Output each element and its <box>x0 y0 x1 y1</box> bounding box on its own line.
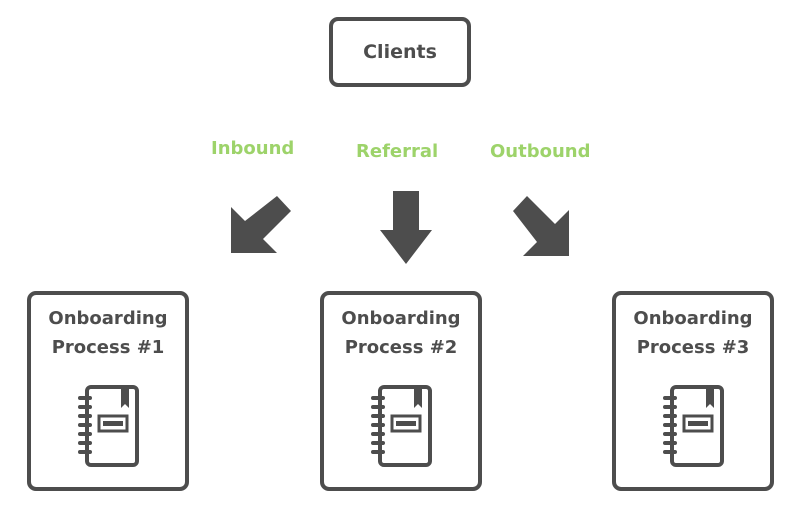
process-2-line1: Onboarding <box>341 308 461 329</box>
process-box-1: Onboarding Process #1 <box>27 291 189 491</box>
inbound-arrow <box>231 196 291 253</box>
process-3-line1: Onboarding <box>633 308 753 329</box>
notebook-icon <box>371 385 432 467</box>
process-title-2: Onboarding Process #2 <box>324 304 478 362</box>
notebook-icon <box>663 385 724 467</box>
process-3-line2: Process #3 <box>636 337 750 358</box>
referral-label: Referral <box>356 141 439 162</box>
process-1-line2: Process #1 <box>51 337 165 358</box>
clients-box: Clients <box>329 17 471 87</box>
clients-label: Clients <box>363 41 437 63</box>
referral-arrow <box>380 191 432 264</box>
notebook-icon <box>78 385 139 467</box>
inbound-label: Inbound <box>211 138 295 159</box>
outbound-arrow <box>513 196 569 256</box>
process-title-1: Onboarding Process #1 <box>31 304 185 362</box>
process-1-line1: Onboarding <box>48 308 168 329</box>
process-2-line2: Process #2 <box>344 337 458 358</box>
outbound-label: Outbound <box>490 141 591 162</box>
process-box-3: Onboarding Process #3 <box>612 291 774 491</box>
process-box-2: Onboarding Process #2 <box>320 291 482 491</box>
process-title-3: Onboarding Process #3 <box>616 304 770 362</box>
